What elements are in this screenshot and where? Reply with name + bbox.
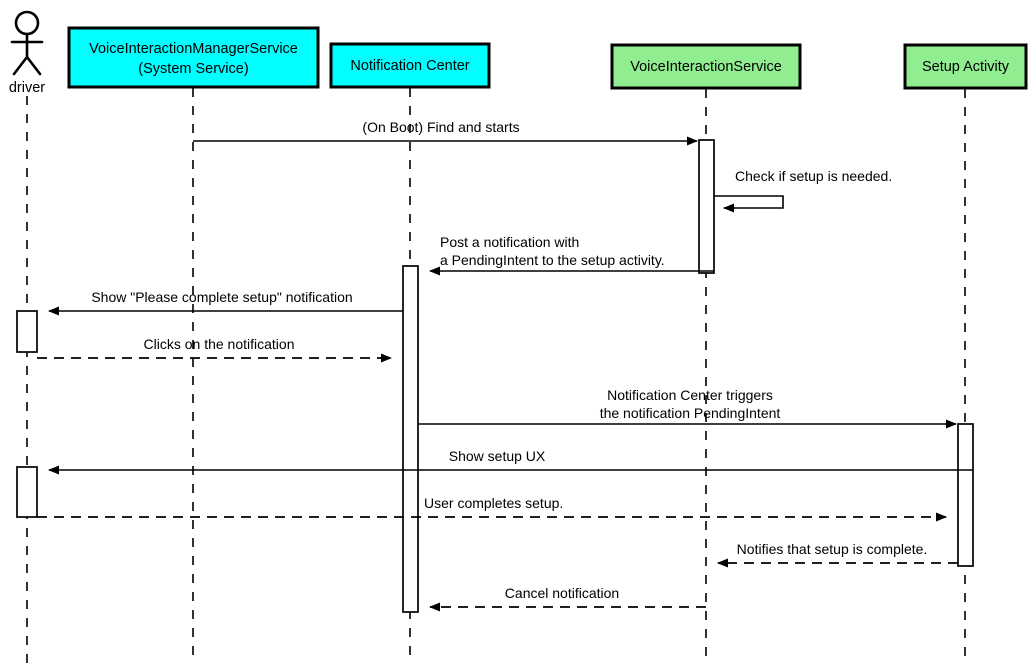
message-label-m3-line2: a PendingIntent to the setup activity. <box>440 252 665 268</box>
activation-bar-voice-interaction-service <box>698 139 715 274</box>
participant-box-setup-activity[interactable] <box>903 43 1028 90</box>
participant-setup-activity[interactable]: Setup Activity <box>903 43 1028 90</box>
message-label-m3-line1: Post a notification with <box>440 234 579 250</box>
participant-vims-label-line1: VoiceInteractionManagerService <box>89 41 298 57</box>
message-label-m8: User completes setup. <box>424 495 563 511</box>
participant-vims-label-line2: (System Service) <box>138 61 248 77</box>
participant-setup-activity-label: Setup Activity <box>922 59 1010 75</box>
activation-bar-setup-activity <box>957 423 974 567</box>
message-label-m1: (On Boot) Find and starts <box>362 119 519 135</box>
actor-head-icon <box>14 10 40 36</box>
message-m6[interactable]: Notification Center triggers the notific… <box>418 387 957 429</box>
message-label-m2: Check if setup is needed. <box>735 168 892 184</box>
message-label-m7: Show setup UX <box>449 448 546 464</box>
message-m8[interactable]: User completes setup. <box>37 495 947 522</box>
participant-notification-center[interactable]: Notification Center <box>329 42 491 89</box>
actor-driver-label: driver <box>9 80 45 96</box>
participant-vims[interactable]: VoiceInteractionManagerService (System S… <box>67 26 320 89</box>
activation-bar-driver-2 <box>16 466 38 518</box>
message-m4[interactable]: Show "Please complete setup" notificatio… <box>48 289 403 316</box>
participant-box-voice-interaction-service[interactable] <box>610 43 802 90</box>
message-m10[interactable]: Cancel notification <box>429 585 706 612</box>
message-m7[interactable]: Show setup UX <box>48 448 973 475</box>
actor-driver[interactable]: driver <box>9 10 45 96</box>
message-m1[interactable]: (On Boot) Find and starts <box>193 119 698 146</box>
participant-voice-interaction-service[interactable]: VoiceInteractionService <box>610 43 802 90</box>
message-m9[interactable]: Notifies that setup is complete. <box>717 541 958 568</box>
activation-bar-notification-center <box>402 265 419 613</box>
message-label-m9: Notifies that setup is complete. <box>737 541 928 557</box>
participant-box-vims[interactable] <box>67 26 320 89</box>
message-m3[interactable]: Post a notification with a PendingIntent… <box>429 234 714 276</box>
message-label-m4: Show "Please complete setup" notificatio… <box>91 289 352 305</box>
message-label-m6-line2: the notification PendingIntent <box>600 405 781 421</box>
actor-leg-right-icon <box>25 55 42 76</box>
activation-bar-driver-1 <box>16 310 38 353</box>
activation-bars-group <box>16 139 974 613</box>
message-label-m6-line1: Notification Center triggers <box>607 387 773 403</box>
participant-voice-interaction-service-label: VoiceInteractionService <box>630 59 782 75</box>
message-arrow-m2[interactable] <box>714 195 784 213</box>
message-m2-self-call[interactable]: Check if setup is needed. <box>714 168 892 213</box>
message-label-m10: Cancel notification <box>505 585 619 601</box>
actor-leg-left-icon <box>12 55 29 76</box>
message-m5[interactable]: Clicks on the notification <box>37 336 392 363</box>
participant-notification-center-label: Notification Center <box>350 58 469 74</box>
message-label-m5: Clicks on the notification <box>144 336 295 352</box>
participant-box-notification-center[interactable] <box>329 42 491 89</box>
